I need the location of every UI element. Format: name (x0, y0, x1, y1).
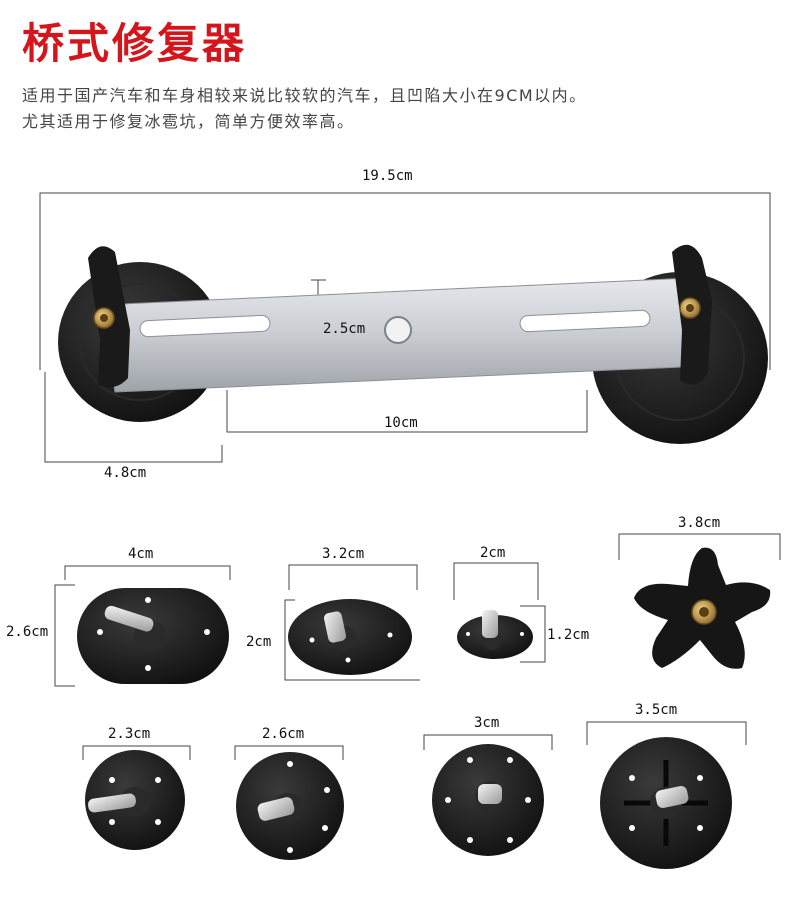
dim-pad-diameter: 4.8cm (104, 465, 147, 481)
tab-oval-large (54, 565, 231, 687)
tab-round-3-5 (586, 721, 747, 869)
tab-round-3 (423, 734, 553, 856)
dim-tab6-width: 2.6cm (262, 726, 305, 742)
dim-slot-span: 10cm (384, 415, 418, 431)
page-title: 桥式修复器 (22, 19, 248, 68)
dim-tab1-height: 2.6cm (6, 624, 49, 640)
dim-bar-height: 2.5cm (323, 321, 366, 337)
right-wing-knob (672, 244, 712, 385)
dim-tab3-height: 1.2cm (547, 627, 590, 643)
dim-tab8-width: 3.5cm (635, 702, 678, 718)
tab-round-2-6 (234, 745, 344, 860)
description-line-2: 尤其适用于修复冰雹坑，简单方便效率高。 (22, 112, 355, 131)
dim-star-knob-width: 3.8cm (678, 515, 721, 531)
dim-total-width: 19.5cm (362, 168, 413, 184)
dim-tab2-width: 3.2cm (322, 546, 365, 562)
tab-oval-small (453, 562, 546, 663)
dim-tab1-width: 4cm (128, 546, 154, 562)
tab-round-2-3 (82, 745, 191, 850)
aluminum-bridge-bar (99, 277, 706, 393)
dim-tab5-width: 2.3cm (108, 726, 151, 742)
dim-tab2-height: 2cm (246, 634, 272, 650)
dim-tab3-width: 2cm (480, 545, 506, 561)
description-line-1: 适用于国产汽车和车身相较来说比较软的汽车，且凹陷大小在9CM以内。 (22, 86, 587, 105)
left-wing-knob (88, 246, 130, 388)
tab-oval-medium (284, 564, 420, 681)
dim-tab7-width: 3cm (474, 715, 500, 731)
star-knob (618, 533, 781, 669)
